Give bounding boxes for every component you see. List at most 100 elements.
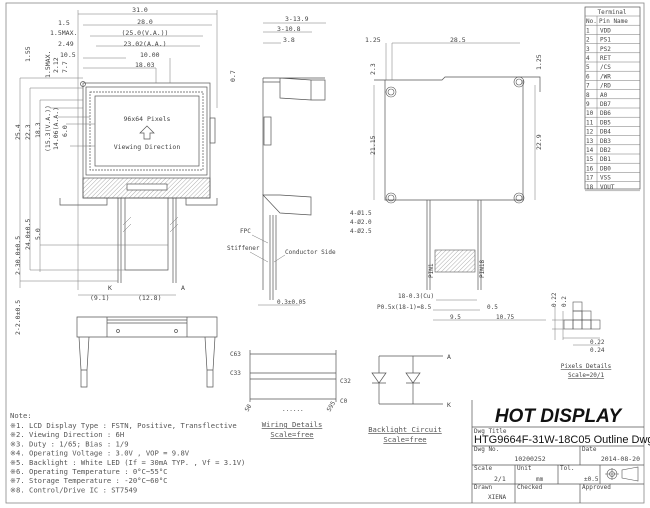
back-view: 1.25 28.5 2.3 1.25 21.15 22.9 4-Ø1.5 4-Ø…	[350, 36, 546, 321]
conductor-side-label: Conductor Side	[285, 249, 336, 256]
note-item: ※2. Viewing Direction : 6H	[10, 430, 124, 439]
dim: 2.49	[58, 40, 74, 48]
dim: 1.5MAX.	[50, 29, 77, 37]
hole-label: 4-Ø2.0	[350, 219, 372, 226]
pixel-details: 0.22 0.2 0.22 0.24 Pixels Details Scale=…	[551, 292, 612, 379]
pin-a-label: A	[181, 284, 185, 292]
dim: 9.5	[450, 314, 461, 321]
terminal-pin-name: /RD	[600, 83, 611, 90]
terminal-pin-no: 8	[586, 92, 590, 99]
dim: 22.3	[24, 124, 32, 140]
note-item: ※1. LCD Display Type : FSTN, Positive, T…	[10, 421, 237, 430]
dim: 1.25	[535, 54, 543, 70]
terminal-pin-name: DB7	[600, 101, 611, 108]
note-item: ※6. Operating Temperature : 0°C~55°C	[10, 467, 167, 476]
dim: (15.3(V.A.))	[44, 105, 52, 152]
terminal-pin-name: /CS	[600, 64, 611, 71]
backlight-circuit: A K Backlight Circuit Scale=free	[368, 353, 451, 444]
bottom-view	[76, 316, 218, 388]
notes-title: Note:	[10, 411, 32, 420]
terminal-pin-name: DB3	[600, 138, 611, 145]
dim: 1.5	[58, 19, 70, 27]
viewing-direction-label: Viewing Direction	[114, 143, 181, 151]
title-block: HOT DISPLAY Dwg Title HTG9664F-31W-18C05…	[471, 400, 650, 503]
dim: P0.5x(18-1)=8.5	[377, 304, 432, 311]
terminal-pin-name: DB6	[600, 110, 611, 117]
terminal-pin-no: 11	[586, 119, 594, 126]
stiffener-label: Stiffener	[227, 245, 260, 252]
dim: 2.12	[52, 57, 60, 73]
dim: 22.9	[535, 134, 543, 150]
field-label: Tol.	[560, 465, 574, 472]
field-label: Checked	[517, 484, 543, 491]
anode-label: A	[447, 353, 451, 361]
terminal-pin-no: 7	[586, 83, 590, 90]
wiring-label: C0	[340, 398, 348, 405]
terminal-pin-no: 15	[586, 156, 594, 163]
dim: 18-0.3(Cu)	[398, 293, 434, 300]
cathode-label: K	[447, 401, 451, 409]
pin-k-label: K	[108, 284, 112, 292]
field-label: Scale	[474, 465, 492, 472]
company-logo: HOT DISPLAY	[495, 406, 624, 427]
backlight-scale: Scale=free	[383, 435, 426, 444]
terminal-pin-name: VDD	[600, 27, 611, 34]
pixels-label: 96x64 Pixels	[124, 115, 171, 123]
thickness-label: 0.3±0.05	[277, 299, 306, 306]
terminal-pin-name: DB0	[600, 165, 611, 172]
terminal-pin-name: VSS	[600, 175, 611, 182]
field-label: Approved	[582, 484, 611, 491]
dim: 14.06(A.A.)	[52, 107, 60, 150]
dim: 2-2.0±0.5	[14, 300, 22, 335]
terminal-pin-no: 16	[586, 165, 594, 172]
dim: 24.0±0.5	[24, 219, 32, 250]
dim: 18.3	[34, 122, 42, 138]
wiring-scale: Scale=free	[270, 430, 313, 439]
pixel-details-scale: Scale=20/1	[568, 372, 605, 379]
dim: 1.55	[24, 46, 32, 62]
drawn-by: XIENA	[488, 494, 506, 501]
pin1-label: PIN1	[428, 263, 435, 278]
dim: 2.3	[369, 63, 377, 75]
dim: 1.5MAX.	[44, 51, 52, 78]
notes: Note: ※1. LCD Display Type : FSTN, Posit…	[10, 411, 245, 494]
dim: 6.0	[61, 125, 69, 137]
dim: 18.03	[135, 61, 155, 69]
dim: 0.22	[551, 292, 558, 307]
drawing-frame	[5, 2, 645, 504]
dim: (12.8)	[138, 294, 161, 302]
terminal-pin-no: 6	[586, 73, 590, 80]
terminal-pin-no: 4	[586, 55, 590, 62]
pixel-details-title: Pixels Details	[561, 363, 612, 370]
wiring-label: S0	[244, 403, 254, 413]
dim: 10.5	[60, 51, 76, 59]
terminal-pin-no: 5	[586, 64, 590, 71]
dim: 0.22	[590, 339, 605, 346]
side-view: 3-13.9 3-10.8 3.8 FPC Stiffener Conducto…	[227, 15, 336, 306]
column-header: Pin Name	[599, 18, 628, 25]
pin18-label: PIN18	[479, 260, 486, 278]
terminal-pin-no: 2	[586, 37, 590, 44]
terminal-pin-no: 3	[586, 46, 590, 53]
terminal-pin-name: /WR	[600, 73, 611, 80]
note-item: ※7. Storage Temperature : -20°C~60°C	[10, 476, 167, 485]
terminal-pin-name: RET	[600, 55, 611, 62]
column-header: No.	[586, 18, 597, 25]
dim: 21.15	[369, 135, 377, 155]
terminal-pin-name: PS2	[600, 46, 611, 53]
wiring-label: S95	[326, 400, 338, 413]
terminal-pin-no: 13	[586, 138, 594, 145]
arrow-up-icon	[139, 125, 155, 140]
note-item: ※3. Duty : 1/65; Bias : 1/9	[10, 439, 129, 448]
dim: 10.75	[496, 314, 514, 321]
fpc-label: FPC	[240, 228, 251, 235]
field-label: Dwg No.	[474, 446, 499, 453]
terminal-pin-name: DB5	[600, 119, 611, 126]
dim: 2-30.0±0.5	[14, 236, 22, 275]
wiring-label: C33	[230, 370, 241, 377]
field-label: Dwg Title	[474, 428, 507, 435]
wiring-label: C32	[340, 378, 351, 385]
terminal-pin-name: VOUT	[600, 184, 615, 191]
dim-width: 31.0	[132, 6, 148, 14]
